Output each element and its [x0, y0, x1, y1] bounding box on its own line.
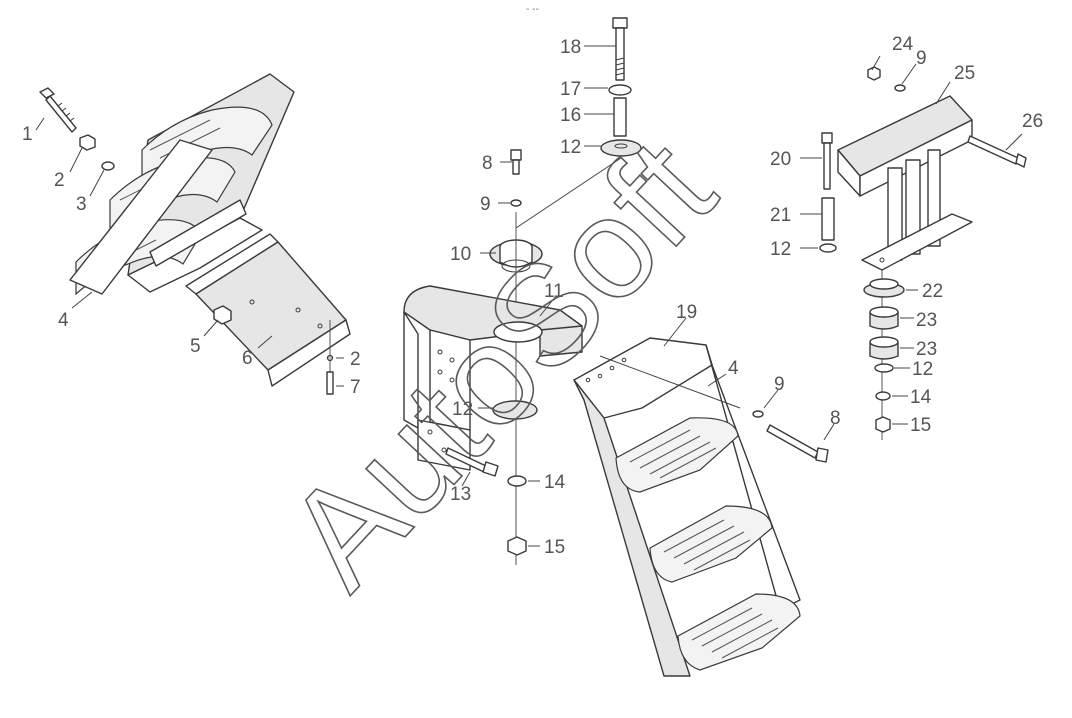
callout-2b: 2: [350, 349, 361, 370]
callout-22: 22: [922, 281, 943, 302]
right-mount-assembly: [819, 66, 1027, 440]
callout-23b: 23: [916, 339, 937, 360]
washer-14-center: [507, 475, 527, 487]
callout-18: 18: [560, 37, 581, 58]
bolt-1: [39, 87, 77, 133]
bolt-7: [326, 371, 334, 395]
callout-9c: 9: [916, 48, 927, 69]
callout-12d: 12: [912, 359, 933, 380]
bolt-26: [967, 135, 1019, 165]
nut-2-top: [79, 134, 96, 151]
callout-8b: 8: [830, 408, 841, 429]
spacer-16: [613, 97, 627, 137]
washer-9-right: [752, 410, 764, 418]
bolt-8-upper: [510, 149, 522, 161]
callout-10: 10: [450, 244, 471, 265]
callout-23a: 23: [916, 310, 937, 331]
callout-25: 25: [954, 63, 975, 84]
bolt-18: [612, 17, 628, 81]
callout-21: 21: [770, 205, 791, 226]
side-plate-4: [69, 139, 213, 295]
washer-14-stack: [875, 391, 891, 401]
nut-5: [213, 305, 232, 325]
callout-12b: 12: [560, 137, 581, 158]
callout-2: 2: [54, 170, 65, 191]
bolt-20: [821, 132, 833, 144]
callout-9b: 9: [774, 374, 785, 395]
callout-17: 17: [560, 79, 581, 100]
nut-24: [867, 66, 881, 81]
washer-12-stack: [874, 363, 894, 373]
callout-7: 7: [350, 377, 361, 398]
washer-12-right: [819, 243, 837, 253]
leader-lines: [35, 45, 1023, 547]
callout-20: 20: [770, 149, 791, 170]
callout-14b: 14: [910, 387, 932, 408]
callout-16: 16: [560, 105, 581, 126]
header-mark: - --: [526, 4, 539, 15]
callout-26: 26: [1022, 111, 1043, 132]
callout-19: 19: [676, 302, 697, 323]
callout-1: 1: [22, 124, 33, 145]
bolt-8-right: [766, 424, 819, 459]
callout-4b: 4: [728, 358, 739, 379]
center-mount-assembly: [403, 17, 642, 565]
cushion-12-lower: [492, 400, 538, 420]
callout-11: 11: [544, 281, 564, 302]
callout-5: 5: [190, 336, 201, 357]
callout-6: 6: [242, 348, 253, 369]
right-stair-assembly: [573, 337, 829, 677]
bolt-13: [445, 447, 499, 477]
callout-8: 8: [482, 153, 493, 174]
callout-3: 3: [76, 194, 87, 215]
washer-17: [608, 84, 632, 96]
washer-9-top: [894, 84, 906, 92]
nut-15-center: [507, 536, 527, 556]
callout-9: 9: [480, 194, 491, 215]
callout-12a: 12: [452, 399, 473, 420]
callout-15b: 15: [910, 415, 931, 436]
callout-labels: 1 2 3 4 5 6 2 7 8 9 10 11 12 13 14 15 16…: [22, 34, 1043, 558]
washer-9-upper: [510, 199, 522, 207]
sleeve-21: [821, 197, 835, 241]
callout-4: 4: [58, 310, 69, 331]
callout-15: 15: [544, 537, 565, 558]
callout-24: 24: [892, 34, 914, 55]
callout-12c: 12: [770, 239, 791, 260]
callout-13: 13: [450, 484, 471, 505]
left-step-assembly: [39, 73, 351, 395]
nut-15-stack: [875, 416, 891, 433]
callout-14: 14: [544, 472, 566, 493]
washer-3: [101, 161, 115, 171]
